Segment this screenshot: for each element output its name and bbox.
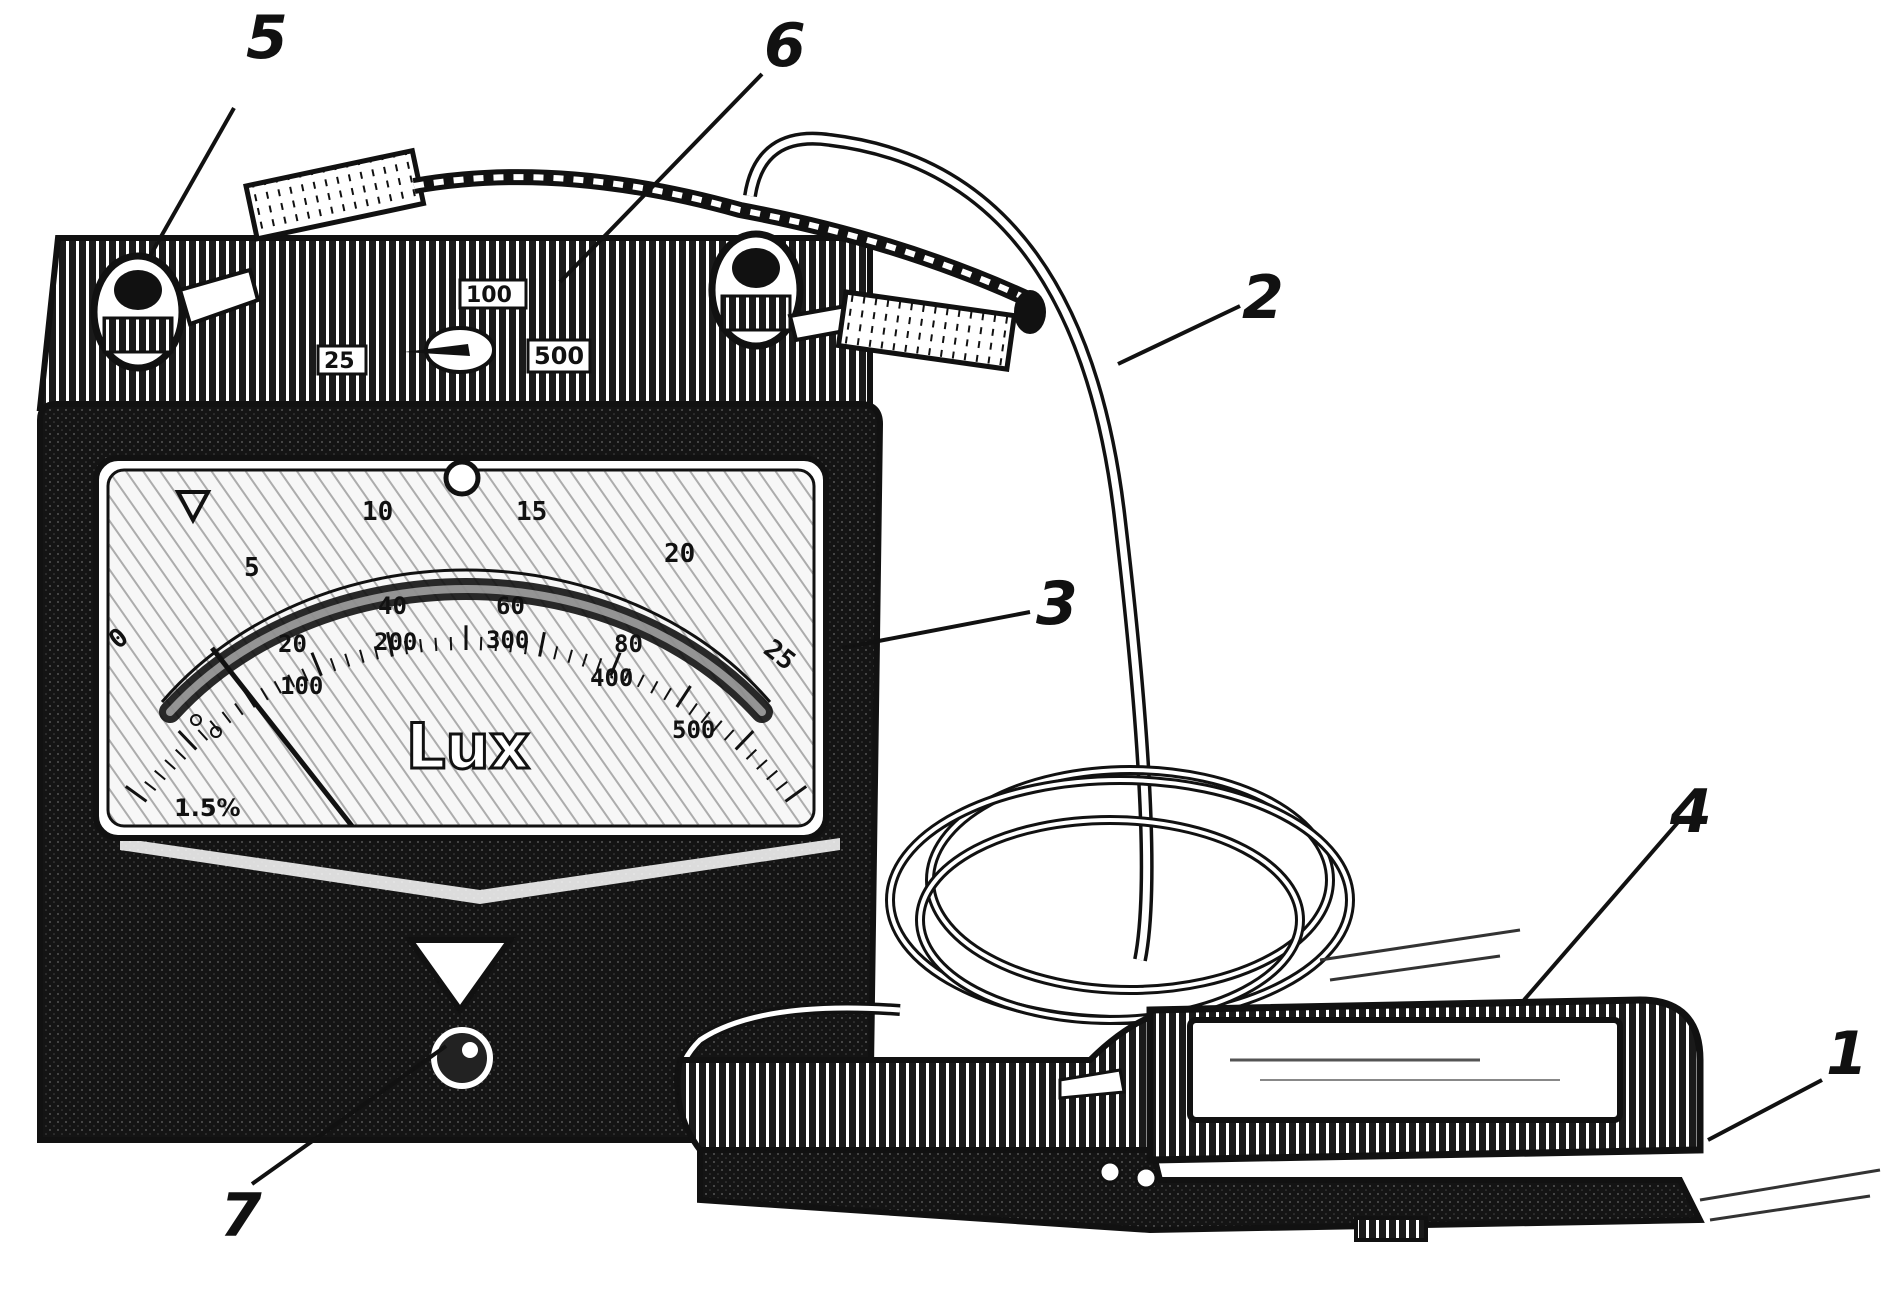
scale-tick (581, 653, 588, 667)
triangle-mark-icon (404, 937, 516, 1016)
dial-bezel-bottom (120, 838, 840, 904)
scale-tick (373, 646, 379, 660)
range-label-500: 500 (534, 342, 584, 370)
photo-element-window (1187, 1017, 1623, 1123)
scale-tick (675, 685, 692, 708)
scale-tick (636, 674, 645, 688)
scale-label-20-inner: 20 (278, 630, 307, 658)
scale-label-40: 40 (378, 592, 407, 620)
scale-label-200: 200 (374, 628, 417, 656)
dial-triangle-icon (174, 490, 212, 525)
motion-lines (1319, 928, 1881, 1222)
scale-tick (449, 636, 453, 651)
meter-dial: 0 5 10 15 20 25 20 40 60 80 100 200 300 … (93, 455, 829, 841)
photocell-sensor[interactable] (674, 996, 1705, 1242)
scale-tick (734, 730, 755, 751)
scale-tick (623, 668, 631, 682)
scale-tick (329, 657, 337, 672)
scale-label-500: 500 (672, 716, 715, 744)
scale-label-20: 20 (664, 539, 695, 569)
scale-tick (197, 729, 209, 741)
scale-tick (344, 653, 351, 667)
scale-label-100: 100 (280, 672, 323, 700)
scale-tick (494, 637, 498, 652)
callout-3: 3 (1036, 569, 1078, 639)
scale-tick (287, 674, 296, 688)
scale-tick (745, 748, 757, 760)
scale-tick (124, 785, 148, 803)
plug-right[interactable] (787, 289, 1018, 372)
plug-left[interactable] (177, 147, 427, 327)
scale-tick (775, 781, 788, 791)
scale-tick (175, 748, 187, 760)
scale-tick (403, 640, 408, 655)
scale-label-400: 400 (590, 664, 633, 692)
scale-tick (479, 636, 483, 651)
scale-label-60: 60 (496, 592, 525, 620)
scale-tick (766, 769, 778, 781)
scale-tick (700, 711, 711, 724)
scale-tick (509, 638, 513, 653)
scale-tick (177, 730, 198, 751)
callout-7: 7 (220, 1181, 262, 1251)
range-label-25: 25 (324, 349, 355, 374)
scale-tick (260, 687, 269, 701)
scale-tick (688, 703, 698, 716)
zero-adjust-screw[interactable] (443, 459, 481, 497)
scale-tick (524, 640, 529, 655)
scale-tick (154, 769, 166, 781)
scale-tick (650, 680, 659, 694)
scale-tick (712, 720, 723, 732)
scale-tick (756, 759, 768, 770)
scale-label-80: 80 (614, 630, 643, 658)
scale-tick (301, 668, 309, 682)
scale-tick (234, 703, 244, 716)
callout-1: 1 (1826, 1019, 1868, 1089)
scale-tick (538, 631, 546, 657)
scale-tick (595, 657, 603, 672)
scale-label-15: 15 (516, 497, 547, 527)
scale-tick (164, 759, 176, 770)
callout-5: 5 (246, 3, 288, 73)
scale-tick (663, 687, 672, 701)
scale-tick (553, 646, 559, 660)
scale-label-5: 5 (244, 553, 260, 583)
scale-tick (723, 729, 735, 741)
range-label-100: 100 (466, 283, 512, 308)
callout-leaders (148, 72, 1823, 1186)
accuracy-label: 1.5% (174, 794, 241, 822)
scale-tick (273, 680, 282, 694)
meter-needle (210, 646, 354, 828)
scale-tick (221, 711, 232, 724)
scale-tick (386, 631, 394, 657)
scale-label-10: 10 (362, 497, 393, 527)
corrector-knob[interactable] (431, 1027, 493, 1089)
scale-tick (359, 649, 365, 663)
scale-label-300: 300 (486, 626, 529, 654)
scale-tick (609, 652, 622, 677)
scale-tick (434, 637, 438, 652)
unit-label: Lux (406, 710, 530, 783)
terminal-right[interactable] (708, 230, 804, 350)
scale-tick (144, 781, 157, 791)
scale-tick (419, 638, 423, 653)
scale-tick (209, 720, 220, 732)
terminal-left[interactable] (90, 252, 186, 372)
scale-tick (310, 652, 323, 677)
callout-6: 6 (764, 11, 806, 81)
callout-4: 4 (1669, 777, 1712, 847)
range-selector[interactable]: 25 100 500 (316, 278, 592, 376)
callout-2: 2 (1242, 263, 1284, 333)
scale-tick (784, 785, 808, 803)
scale-tick (567, 649, 573, 663)
